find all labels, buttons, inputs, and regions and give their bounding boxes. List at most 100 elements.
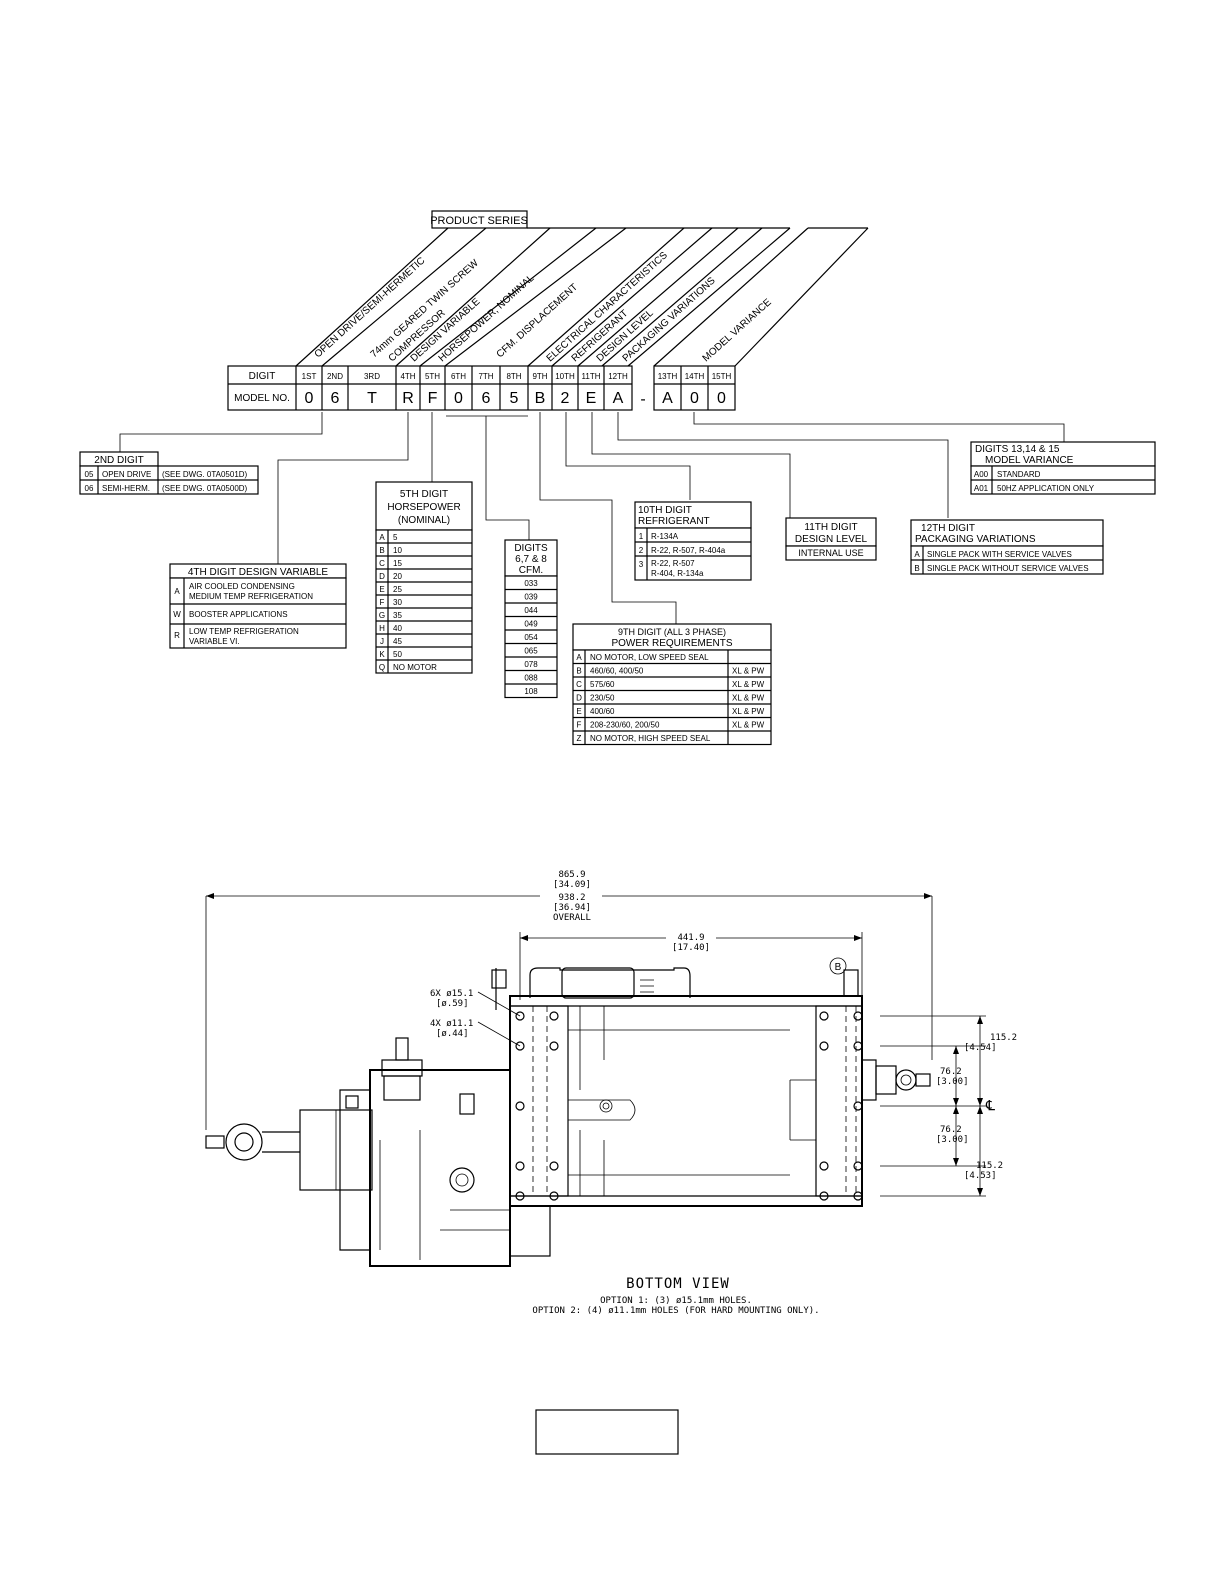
mounting-hole [549, 1191, 559, 1201]
legend9-note: XL & PW [732, 667, 765, 676]
legend678-value: 108 [524, 687, 538, 696]
legend5-value: 25 [393, 585, 402, 594]
legend9-title: POWER REQUIREMENTS [611, 638, 732, 649]
legend-10th-digit: 10TH DIGIT REFRIGERANT 1 R-134A 2 R-22, … [634, 501, 752, 581]
legend-digits-13-15: DIGITS 13,14 & 15 MODEL VARIANCE A00 STA… [970, 441, 1156, 495]
digit-position-label: 15TH [712, 372, 732, 381]
mounting-hole [515, 1161, 525, 1171]
legend1315-code: A01 [974, 484, 989, 493]
legend5-value: 45 [393, 637, 402, 646]
digit-position-label: 1ST [302, 372, 317, 381]
mounting-hole [549, 1011, 559, 1021]
legend9-text: 460/60, 400/50 [590, 667, 644, 676]
legend-4th-digit: 4TH DIGIT DESIGN VARIABLE A AIR COOLED C… [169, 563, 347, 649]
legend10-text: R-22, R-507, R-404a [651, 546, 726, 555]
mounting-hole [515, 1101, 525, 1111]
legend9-code: Z [577, 734, 582, 743]
hole-callouts: 6X ø15.1 [ø.59] 4X ø11.1 [ø.44] [430, 989, 521, 1047]
mounting-hole [819, 1191, 829, 1201]
marker-b: B [835, 962, 842, 973]
legend10-title: 10TH DIGIT [638, 505, 692, 516]
hole-callout-b-in: [ø.44] [436, 1029, 469, 1039]
legend5-code: B [379, 546, 384, 555]
dim-r1-in: [4.54] [964, 1043, 997, 1053]
diag-label: MODEL VARIANCE [701, 297, 774, 365]
mounting-holes [515, 1011, 863, 1201]
product-series-box [431, 210, 528, 229]
page-number-box [535, 1409, 679, 1455]
digit-position-label: 7TH [478, 372, 493, 381]
digit-position-label: 4TH [400, 372, 415, 381]
mounting-hole [819, 1161, 829, 1171]
model-row-label: MODEL NO. [234, 393, 290, 404]
legend11-row: INTERNAL USE [798, 548, 863, 558]
legend4-text: VARIABLE VI. [189, 637, 240, 646]
legend10-text: R-134A [651, 532, 679, 541]
legend9-code: D [576, 694, 582, 703]
dim-overall-a-in: [34.09] [553, 880, 591, 890]
legend4-code: W [173, 610, 181, 619]
legend1315-title: MODEL VARIANCE [985, 455, 1074, 466]
legend9-code: C [576, 680, 582, 689]
bottom-view-title: BOTTOM VIEW [626, 1276, 730, 1292]
model-code-char: 5 [510, 390, 519, 407]
dim-overall-label: OVERALL [553, 913, 591, 923]
model-code-char: R [402, 390, 414, 407]
legend4-title: 4TH DIGIT DESIGN VARIABLE [188, 567, 329, 578]
mounting-hole [853, 1101, 863, 1111]
legend1315-code: A00 [974, 470, 989, 479]
legend10-code: 1 [639, 532, 644, 541]
digit-position-label: 14TH [685, 372, 705, 381]
digit-position-label: 9TH [532, 372, 547, 381]
digit-position-label: 12TH [608, 372, 628, 381]
dim-r2-in: [3.00] [936, 1077, 969, 1087]
legend4-code: A [174, 587, 180, 596]
legend5-value: 15 [393, 559, 402, 568]
model-code-char: 0 [454, 390, 463, 407]
legend2-title: 2ND DIGIT [94, 455, 143, 466]
legend4-text: MEDIUM TEMP REFRIGERATION [189, 592, 313, 601]
legend678-value: 078 [524, 660, 538, 669]
model-code-char: E [586, 390, 597, 407]
legend5-code: A [379, 533, 385, 542]
dim-overall-b-in: [36.94] [553, 903, 591, 913]
legend9-text: NO MOTOR, LOW SPEED SEAL [590, 653, 709, 662]
centerline-symbol: ℄ [985, 1097, 995, 1113]
legend9-code: F [577, 721, 582, 730]
model-code-char: B [535, 390, 546, 407]
digit-position-label: 10TH [555, 372, 575, 381]
legend4-text: LOW TEMP REFRIGERATION [189, 627, 299, 636]
dim-overall-b: 938.2 [558, 893, 585, 903]
legend678-value: 039 [524, 593, 538, 602]
legend-digits-678: DIGITS 6,7 & 8 CFM. 03303904404905406507… [504, 539, 558, 699]
legend5-title: HORSEPOWER [387, 502, 460, 513]
legend5-code: F [380, 598, 385, 607]
legend-11th-digit: 11TH DIGIT DESIGN LEVEL INTERNAL USE [785, 517, 877, 561]
legend2-code: 06 [85, 484, 94, 493]
legend5-value: 5 [393, 533, 398, 542]
mounting-hole [853, 1011, 863, 1021]
legend9-title: 9TH DIGIT (ALL 3 PHASE) [618, 627, 726, 637]
mounting-hole [819, 1011, 829, 1021]
legend2-ref: (SEE DWG. 0TA0501D) [162, 470, 248, 479]
legend12-title: PACKAGING VARIATIONS [915, 534, 1036, 545]
legend5-code: D [379, 572, 385, 581]
legend678-value: 054 [524, 633, 538, 642]
mounting-hole [853, 1041, 863, 1051]
legend678-value: 065 [524, 647, 538, 656]
legend678-value: 049 [524, 620, 538, 629]
digit-position-label: 2ND [327, 372, 343, 381]
legend678-title: 6,7 & 8 [515, 554, 547, 565]
legend5-value: 10 [393, 546, 402, 555]
legend1315-text: 50HZ APPLICATION ONLY [997, 484, 1095, 493]
legend678-title: DIGITS [514, 543, 548, 554]
legend12-text: SINGLE PACK WITH SERVICE VALVES [927, 550, 1072, 559]
mounting-hole [515, 1191, 525, 1201]
legend9-note: XL & PW [732, 707, 765, 716]
legend9-text: 208-230/60, 200/50 [590, 721, 660, 730]
hole-callout-a-in: [ø.59] [436, 999, 469, 1009]
mounting-hole [819, 1041, 829, 1051]
legend10-text: R-22, R-507 [651, 559, 695, 568]
legend5-code: Q [379, 663, 385, 672]
model-code-char: A [662, 390, 673, 407]
